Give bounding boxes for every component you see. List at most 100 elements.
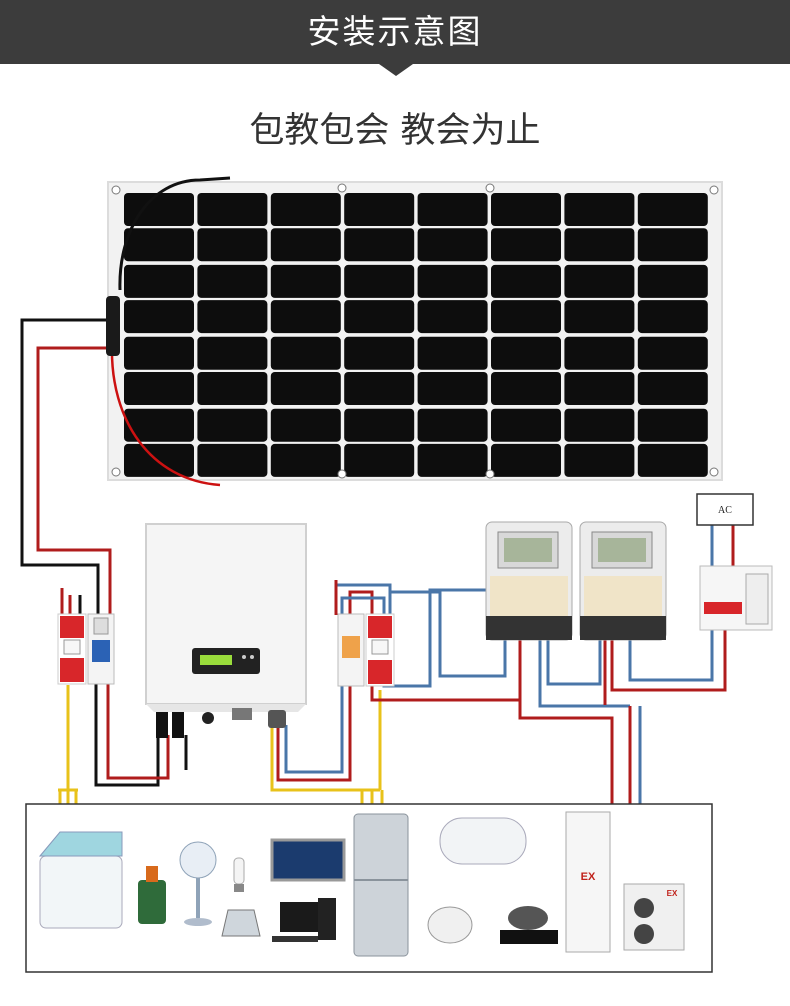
solar-cell	[564, 193, 635, 226]
washing-machine-icon	[38, 831, 123, 929]
water-pump-icon	[138, 866, 166, 924]
solar-cell	[270, 336, 341, 370]
solar-cell	[197, 443, 268, 477]
grid-switch	[699, 565, 773, 631]
solar-cell	[197, 300, 268, 334]
ground-wire-inv	[270, 690, 384, 805]
solar-cell	[491, 443, 561, 477]
solar-cell	[491, 300, 561, 334]
solar-cell	[270, 264, 341, 298]
television-icon	[270, 838, 346, 882]
solar-cell	[417, 193, 488, 226]
solar-cell	[491, 408, 561, 442]
air-conditioner-icon: EX	[565, 811, 611, 953]
grid-blue	[628, 628, 714, 682]
solar-cell	[417, 443, 488, 477]
solar-cell	[344, 408, 415, 442]
solar-cell	[417, 300, 488, 334]
mount-hole	[337, 469, 347, 479]
solar-cell	[344, 300, 415, 334]
mount-hole	[709, 185, 719, 195]
solar-cell	[124, 264, 194, 298]
induction-cooker-icon	[500, 906, 558, 944]
solar-cell	[124, 372, 194, 405]
panel-black-lead	[118, 176, 231, 291]
solar-cell	[637, 372, 708, 405]
inverter	[145, 523, 307, 738]
panel-red-lead	[110, 344, 221, 487]
solar-cell	[564, 264, 635, 298]
ground-wire-left	[58, 685, 78, 805]
solar-cell	[491, 336, 561, 370]
solar-cell	[637, 193, 708, 226]
header-bar: 安装示意图	[0, 0, 790, 64]
solar-cell	[417, 408, 488, 442]
solar-cell	[270, 300, 341, 334]
solar-cell	[564, 228, 635, 262]
mount-hole	[111, 185, 121, 195]
solar-cell	[197, 193, 268, 226]
rice-cooker-icon	[427, 906, 473, 944]
slogan: 包教包会 教会为止	[249, 111, 541, 151]
light-bulb-icon	[233, 857, 245, 892]
dc-breaker-group	[57, 613, 115, 685]
solar-cell	[637, 443, 708, 477]
electric-fan-icon	[179, 841, 217, 926]
mount-hole	[485, 183, 495, 193]
solar-cell	[564, 372, 635, 405]
solar-cell	[197, 336, 268, 370]
solar-cell	[344, 193, 415, 226]
page-title: 安装示意图	[307, 12, 483, 51]
mount-hole	[709, 467, 719, 477]
solar-cell	[491, 193, 561, 226]
solar-cell	[270, 408, 341, 442]
solar-cell	[564, 336, 635, 370]
svg-text:EX: EX	[667, 889, 678, 898]
solar-cell	[637, 228, 708, 262]
water-heater-icon	[439, 817, 527, 865]
solar-cell	[124, 228, 194, 262]
kettle-icon	[221, 909, 261, 937]
energy-meter-2	[579, 521, 667, 641]
solar-cell	[491, 264, 561, 298]
inverter-dc-black	[94, 680, 160, 787]
solar-cell	[564, 443, 635, 477]
svg-text:EX: EX	[581, 871, 596, 883]
panel-mount-holes	[111, 183, 719, 479]
appliance-panel: EX EX	[25, 803, 713, 973]
solar-cell	[637, 336, 708, 370]
solar-panel	[107, 181, 723, 481]
solar-cell	[491, 228, 561, 262]
solar-cell	[344, 372, 415, 405]
ac-breaker-group	[337, 613, 395, 687]
solar-cell	[270, 228, 341, 262]
solar-cell	[197, 264, 268, 298]
energy-meter-1	[485, 521, 573, 641]
solar-cell	[124, 300, 194, 334]
solar-cells	[124, 193, 708, 477]
solar-cell	[344, 336, 415, 370]
grid-ac-box: AC	[696, 493, 754, 526]
header-pointer	[379, 64, 413, 76]
mount-hole	[485, 469, 495, 479]
computer-icon	[272, 898, 336, 942]
solar-cell	[197, 408, 268, 442]
solar-cell	[124, 408, 194, 442]
mount-hole	[337, 183, 347, 193]
mount-hole	[111, 467, 121, 477]
solar-cell	[417, 264, 488, 298]
solar-cell	[564, 408, 635, 442]
ac-outdoor-unit-icon: EX	[623, 883, 685, 951]
solar-cell	[124, 336, 194, 370]
solar-cell	[417, 228, 488, 262]
solar-cell	[564, 300, 635, 334]
solar-cell	[491, 372, 561, 405]
solar-cell	[124, 193, 194, 226]
panel-connector	[106, 296, 120, 356]
solar-cell	[637, 300, 708, 334]
dc-black-wire	[20, 318, 106, 625]
solar-cell	[344, 443, 415, 477]
refrigerator-icon	[353, 813, 409, 957]
wiring	[20, 176, 735, 805]
